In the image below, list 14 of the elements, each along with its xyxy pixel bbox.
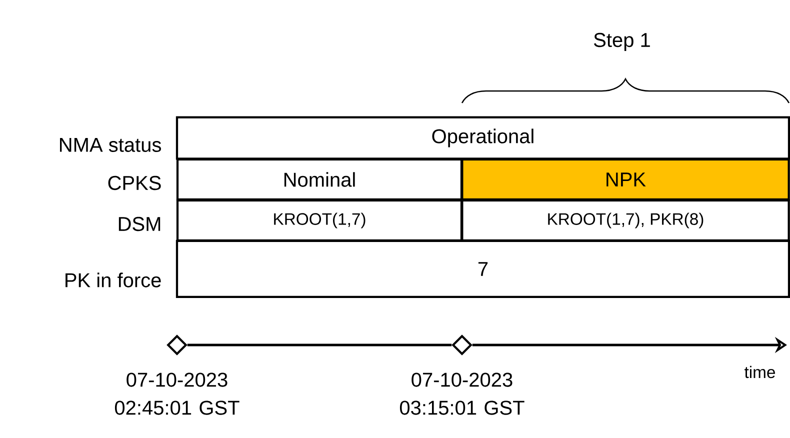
table-cell: 7	[176, 240, 790, 298]
axis-label: time	[744, 366, 775, 378]
table-cell: Operational	[176, 116, 790, 160]
table-cell: KROOT(1,7)	[176, 199, 463, 242]
row-label: DSM	[118, 216, 160, 232]
table-cell: KROOT(1,7), PKR(8)	[461, 199, 790, 242]
brace-label: Step 1	[594, 32, 650, 52]
row-label: CPKS	[108, 176, 161, 190]
table-cell: Nominal	[176, 158, 463, 201]
row-label: NMA status	[60, 138, 161, 152]
date-label: 07-10-2023 03:15:01 GST	[400, 372, 524, 415]
table-cell: NPK	[461, 158, 790, 201]
row-label: PK in force	[66, 272, 161, 288]
date-label: 07-10-2023 02:45:01 GST	[114, 372, 240, 415]
